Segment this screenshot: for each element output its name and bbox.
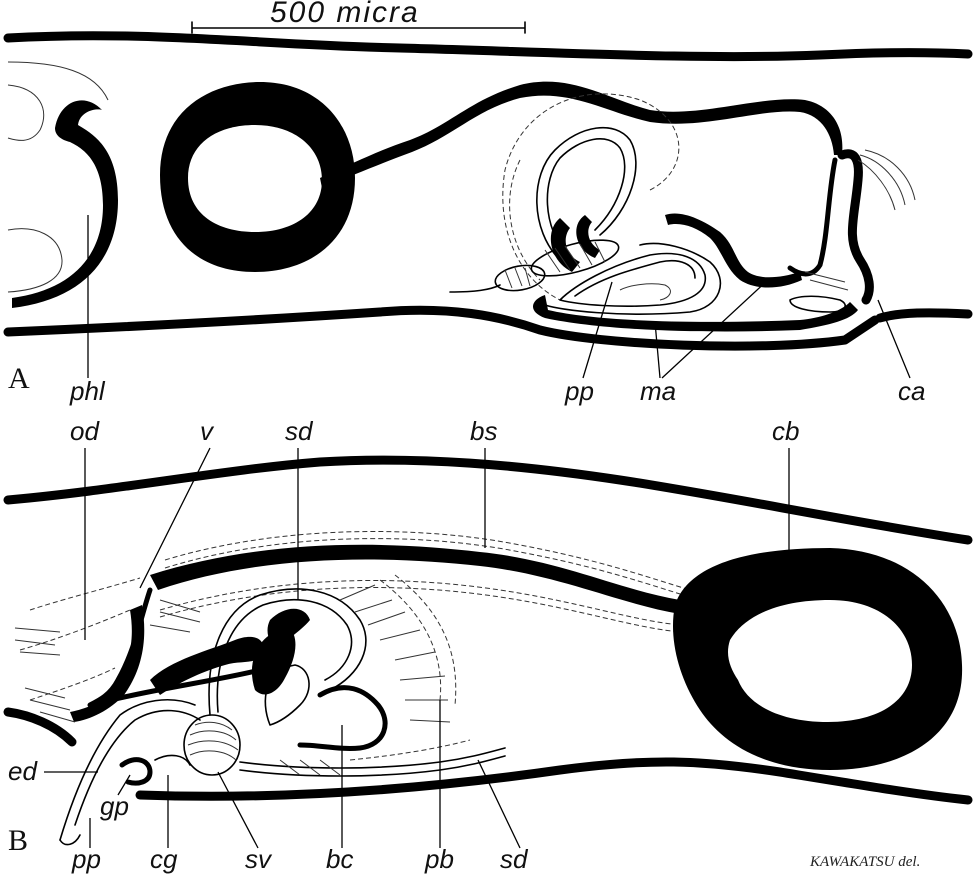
label-cb: cb <box>772 416 799 446</box>
scale-bar-label: 500 micra <box>270 0 420 29</box>
label-sd-top: sd <box>285 416 314 446</box>
panel-a: A phl pp ma ca <box>8 36 968 406</box>
scale-bar: 500 micra <box>192 0 525 33</box>
label-cg: cg <box>150 844 178 874</box>
panel-b-copulatory-bursa <box>673 548 962 770</box>
leader-ma-1 <box>655 322 660 378</box>
pharynx <box>8 62 118 308</box>
label-bc: bc <box>326 844 353 874</box>
panel-b-bursal-stalk <box>150 545 680 614</box>
label-sd-bottom: sd <box>500 844 529 874</box>
genital-antrum <box>15 575 505 845</box>
panel-b-dorsal-wall <box>8 460 968 540</box>
leader-sv <box>218 772 258 848</box>
label-gp: gp <box>100 791 129 821</box>
label-pb: pb <box>424 844 454 874</box>
panel-a-letter: A <box>8 362 30 395</box>
panel-a-dorsal-wall <box>8 36 968 57</box>
label-od: od <box>70 416 100 446</box>
label-bs: bs <box>470 416 497 446</box>
panel-a-bursal-canal <box>320 82 842 188</box>
seminal-vesicle <box>184 715 240 775</box>
male-apparatus <box>450 94 915 332</box>
label-phl: phl <box>69 376 106 406</box>
label-ed: ed <box>8 756 38 786</box>
label-ca: ca <box>898 376 925 406</box>
artist-signature: KAWAKATSU del. <box>809 854 920 870</box>
label-v: v <box>200 416 215 446</box>
label-pp-b: pp <box>71 844 101 874</box>
panel-b-letter: B <box>8 824 28 857</box>
leader-pp-a <box>583 282 612 378</box>
panel-b: B od v sd bs cb ed gp pp cg sv bc pb sd … <box>8 416 968 874</box>
label-ma: ma <box>640 376 676 406</box>
label-pp-a: pp <box>564 376 594 406</box>
label-sv: sv <box>245 844 273 874</box>
